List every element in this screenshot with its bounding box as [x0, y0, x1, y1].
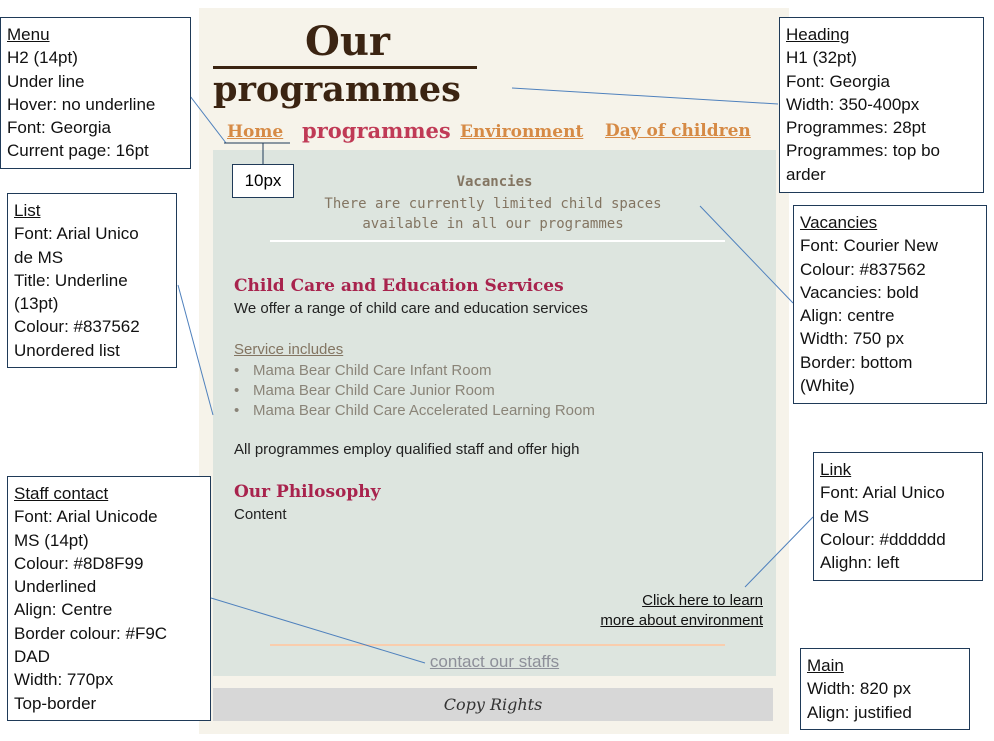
- philosophy-content: Content: [234, 506, 287, 523]
- service-list-title: Service includes: [234, 341, 344, 358]
- vacancies-title: Vacancies: [456, 174, 533, 190]
- annotation-title: List: [14, 201, 41, 220]
- annotation-line: Align: centre: [800, 306, 895, 326]
- annotation-line: Vacancies: bold: [800, 282, 919, 302]
- callout-line-link: [744, 516, 814, 588]
- annotation-menu: Menu H2 (14pt) Under line Hover: no unde…: [0, 17, 191, 169]
- annotation-line: Under line: [7, 71, 85, 91]
- nav-current-page: programmes: [302, 118, 451, 143]
- annotation-line: Programmes: 28pt: [786, 118, 926, 138]
- annotation-line: DAD: [14, 647, 50, 667]
- annotation-line: Font: Courier New: [800, 236, 938, 256]
- annotation-line: Align: Centre: [14, 600, 113, 620]
- vacancies-border: [270, 240, 725, 242]
- environment-link-line2[interactable]: more about environment: [600, 612, 763, 629]
- staff-contact-link[interactable]: contact our staffs: [429, 652, 560, 671]
- footer-copyright: Copy Rights: [213, 688, 773, 721]
- annotation-line: Colour: #837562: [800, 259, 926, 279]
- annotation-line: de MS: [14, 247, 64, 267]
- service-list: Mama Bear Child Care Infant Room Mama Be…: [234, 361, 595, 421]
- annotation-title: Link: [820, 460, 852, 479]
- annotation-line: H2 (14pt): [7, 48, 78, 68]
- annotation-line: Border colour: #F9C: [14, 623, 168, 643]
- annotation-line: Alighn: left: [820, 553, 900, 573]
- annotation-line: Colour: #837562: [14, 317, 140, 337]
- callout-line-staff: [210, 597, 426, 664]
- service-list-item: Mama Bear Child Care Infant Room: [234, 361, 595, 381]
- service-list-item: Mama Bear Child Care Junior Room: [234, 381, 595, 401]
- staff-text: All programmes employ qualified staff an…: [234, 441, 580, 458]
- annotation-line: Font: Georgia: [7, 118, 111, 138]
- annotation-title: Staff contact: [14, 484, 109, 503]
- main-content: Vacancies There are currently limited ch…: [213, 150, 776, 676]
- annotation-list: List Font: Arial Unico de MS Title: Unde…: [7, 193, 177, 368]
- callout-line-vacancies: [699, 205, 794, 304]
- annotation-line: Border: bottom: [800, 352, 913, 372]
- section-title-philosophy: Our Philosophy: [234, 482, 381, 502]
- annotation-line: Colour: #dddddd: [820, 529, 946, 549]
- annotation-line: arder: [786, 164, 826, 184]
- environment-link[interactable]: Click here to learn more about environme…: [600, 591, 763, 631]
- annotation-line: Current page: 16pt: [7, 141, 149, 161]
- annotation-line: Width: 770px: [14, 670, 114, 690]
- callout-line-heading: [511, 87, 779, 105]
- annotation-line: Width: 750 px: [800, 329, 904, 349]
- annotation-line: (13pt): [14, 294, 59, 314]
- page-heading-line1: Our: [305, 18, 390, 65]
- annotation-line: Top-border: [14, 693, 97, 713]
- annotation-title: Main: [807, 656, 844, 675]
- spacing-label: 10px: [232, 164, 294, 198]
- annotation-line: H1 (32pt): [786, 48, 857, 68]
- annotation-heading: Heading H1 (32pt) Font: Georgia Width: 3…: [779, 17, 984, 193]
- heading-top-border: [213, 66, 477, 69]
- annotation-line: Align: justified: [807, 702, 912, 722]
- annotation-line: Unordered list: [14, 340, 120, 360]
- callout-line-menu: [189, 95, 227, 144]
- section-title-services: Child Care and Education Services: [234, 276, 564, 296]
- services-description: We offer a range of child care and educa…: [234, 300, 588, 317]
- annotation-line: (White): [800, 376, 855, 396]
- vacancies-text: There are currently limited child spaces…: [324, 196, 662, 232]
- environment-link-line1[interactable]: Click here to learn: [642, 592, 763, 609]
- annotation-line: Width: 350-400px: [786, 94, 920, 114]
- service-list-item: Mama Bear Child Care Accelerated Learnin…: [234, 401, 595, 421]
- staff-contact-border: [270, 644, 725, 646]
- annotation-line: Width: 820 px: [807, 679, 911, 699]
- annotation-line: Programmes: top bo: [786, 141, 941, 161]
- callout-line-list: [177, 284, 214, 416]
- nav-day-of-children-link[interactable]: Day of children: [605, 121, 751, 141]
- annotation-link: Link Font: Arial Unico de MS Colour: #dd…: [813, 452, 983, 581]
- nav-environment-link[interactable]: Environment: [460, 122, 584, 142]
- annotation-line: Underlined: [14, 577, 97, 597]
- annotation-line: Colour: #8D8F99: [14, 553, 144, 573]
- annotation-staff-contact: Staff contact Font: Arial Unicode MS (14…: [7, 476, 211, 721]
- annotation-line: de MS: [820, 506, 870, 526]
- nav-home-link[interactable]: Home: [227, 122, 284, 142]
- annotation-vacancies: Vacancies Font: Courier New Colour: #837…: [793, 205, 987, 404]
- annotation-line: Font: Arial Unico: [14, 224, 139, 244]
- page-heading-line2: programmes: [213, 69, 461, 110]
- annotation-title: Menu: [7, 25, 50, 44]
- annotation-line: MS (14pt): [14, 530, 89, 550]
- annotation-line: Font: Arial Unicode: [14, 507, 158, 527]
- annotation-line: Font: Georgia: [786, 71, 890, 91]
- annotation-line: Hover: no underline: [7, 94, 156, 114]
- annotation-main: Main Width: 820 px Align: justified: [800, 648, 970, 730]
- annotation-title: Vacancies: [800, 213, 878, 232]
- annotation-line: Title: Underline: [14, 270, 128, 290]
- annotation-title: Heading: [786, 25, 850, 44]
- annotation-line: Font: Arial Unico: [820, 483, 945, 503]
